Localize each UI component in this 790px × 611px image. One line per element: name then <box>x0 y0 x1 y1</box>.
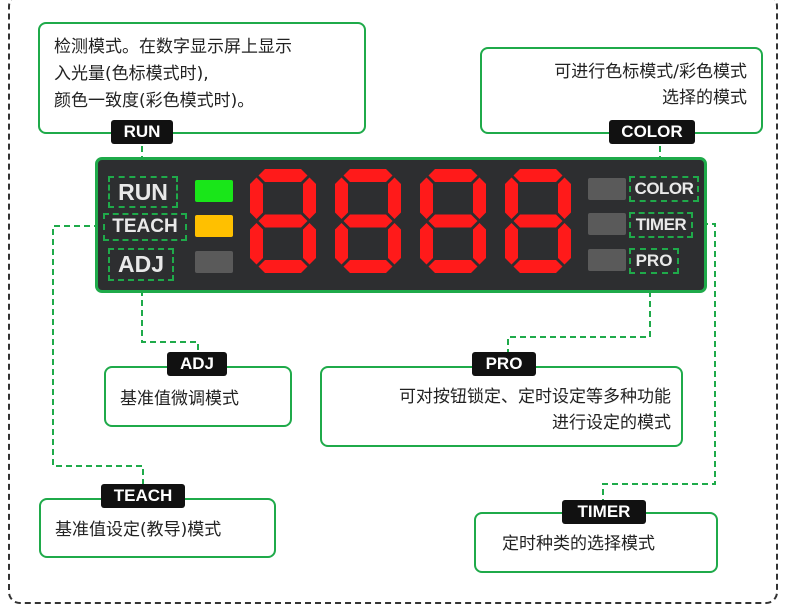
pro-desc-line-2: 进行设定的模式 <box>552 413 671 433</box>
teach-desc-line-1: 基准值设定(教导)模式 <box>55 520 222 540</box>
panel-label-run: RUN <box>108 176 178 208</box>
digit-3-seg-d <box>428 260 478 273</box>
panel-label-timer: TIMER <box>629 212 693 238</box>
digit-4-seg-a <box>513 169 563 182</box>
teach-tag: TEACH <box>101 484 185 508</box>
teach-indicator-led <box>195 215 233 237</box>
adj-callout: 基准值微调模式 <box>104 366 292 427</box>
digit-2-seg-g <box>343 214 393 228</box>
digit-2-seg-a <box>343 169 393 182</box>
digit-3-seg-f <box>420 177 433 219</box>
timer-connector <box>602 223 716 500</box>
run-tag: RUN <box>111 120 173 144</box>
digit-2-seg-f <box>335 177 348 219</box>
color-indicator-led <box>588 178 626 200</box>
digit-3-seg-g <box>428 214 478 228</box>
run-callout: 检测模式。在数字显示屏上显示 入光量(色标模式时), 颜色一致度(彩色模式时)。 <box>38 22 366 134</box>
panel-label-pro: PRO <box>629 248 679 274</box>
run-indicator-led <box>195 180 233 202</box>
pro-tag: PRO <box>472 352 536 376</box>
adj-connector <box>141 280 199 352</box>
digit-2-seg-e <box>335 223 348 265</box>
run-desc-line-3: 颜色一致度(彩色模式时)。 <box>54 91 255 111</box>
outer-dashed-frame <box>8 0 778 604</box>
color-desc-line-2: 选择的模式 <box>662 88 747 108</box>
digit-1-seg-a <box>258 169 308 182</box>
digit-1-seg-b <box>303 177 316 219</box>
pro-connector <box>507 271 651 352</box>
digit-4-seg-e <box>505 223 518 265</box>
pro-desc-line-1: 可对按钮锁定、定时设定等多种功能 <box>399 387 671 407</box>
digit-4-seg-c <box>558 223 571 265</box>
adj-desc-line-1: 基准值微调模式 <box>120 389 239 409</box>
digit-1-seg-f <box>250 177 263 219</box>
digit-4-seg-b <box>558 177 571 219</box>
adj-tag: ADJ <box>167 352 227 376</box>
pro-callout: 可对按钮锁定、定时设定等多种功能 进行设定的模式 <box>320 366 683 447</box>
panel-label-teach: TEACH <box>103 213 187 241</box>
digit-3-seg-a <box>428 169 478 182</box>
run-desc-line-1: 检测模式。在数字显示屏上显示 <box>54 37 292 57</box>
timer-indicator-led <box>588 213 626 235</box>
digit-4-seg-f <box>505 177 518 219</box>
digit-3-seg-e <box>420 223 433 265</box>
digit-1-seg-g <box>258 214 308 228</box>
timer-desc-line-1: 定时种类的选择模式 <box>502 534 655 554</box>
digit-4-seg-g <box>513 214 563 228</box>
digit-3-seg-b <box>473 177 486 219</box>
run-desc-line-2: 入光量(色标模式时), <box>54 64 209 84</box>
color-desc-line-1: 可进行色标模式/彩色模式 <box>554 62 747 82</box>
digit-3-seg-c <box>473 223 486 265</box>
adj-indicator-led <box>195 251 233 273</box>
digit-2-seg-c <box>388 223 401 265</box>
panel-label-adj: ADJ <box>108 248 174 281</box>
digit-2-seg-b <box>388 177 401 219</box>
digit-4-seg-d <box>513 260 563 273</box>
panel-label-color: COLOR <box>629 176 699 202</box>
digit-1-seg-e <box>250 223 263 265</box>
timer-tag: TIMER <box>562 500 646 524</box>
digit-1-seg-c <box>303 223 316 265</box>
color-tag: COLOR <box>609 120 695 144</box>
pro-indicator-led <box>588 249 626 271</box>
seven-segment-display <box>250 169 571 273</box>
digit-2-seg-d <box>343 260 393 273</box>
display-panel: RUN TEACH ADJ COLOR TIMER PRO <box>95 157 707 293</box>
digit-1-seg-d <box>258 260 308 273</box>
teach-connector <box>52 225 144 484</box>
